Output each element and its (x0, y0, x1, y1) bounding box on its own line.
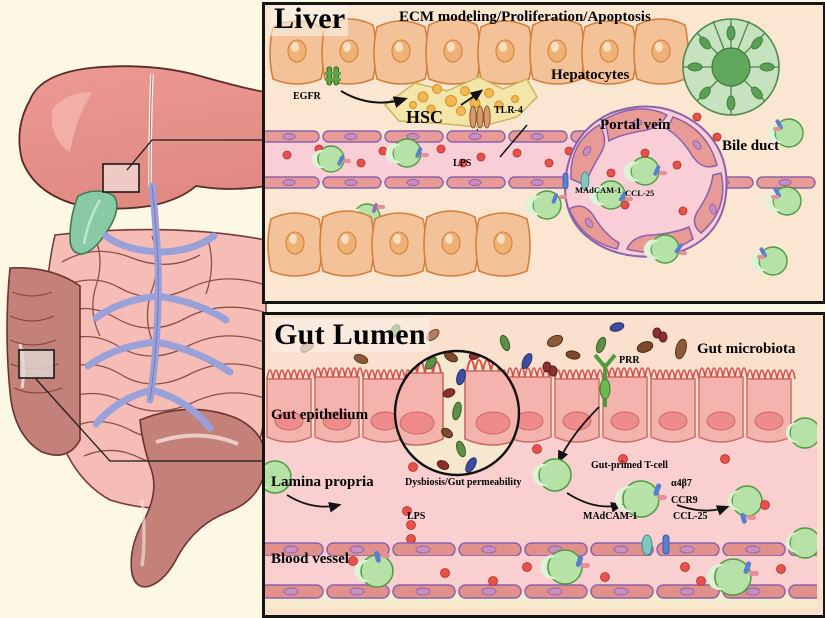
blood-vessel-label: Blood vessel (271, 551, 349, 567)
bile-duct-label: Bile duct (722, 138, 780, 154)
tcells-blood-vessel (354, 527, 817, 596)
t-cells-liver (311, 118, 804, 276)
prr-receptor (593, 353, 617, 407)
ccl25-label-liver: CCL-25 (625, 188, 655, 198)
hsc-label: HSC (406, 107, 444, 127)
liver-callout-box (102, 139, 262, 193)
anatomy-illustration (6, 65, 267, 588)
gallbladder (69, 190, 118, 255)
liver-organ (18, 65, 267, 210)
gut-epithelium-label: Gut epithelium (271, 407, 369, 423)
madcam1-label-liver: MAdCAM-1 (575, 185, 622, 195)
gut-primed-tcells (265, 417, 817, 524)
hepatocyte-row-top (269, 18, 689, 85)
dysbiosis-label: Dysbiosis/Gut permeability (405, 477, 522, 488)
lps-label-gut: LPS (407, 511, 426, 522)
tlr4-label: TLR-4 (494, 105, 523, 116)
hepatocytes-label: Hepatocytes (551, 67, 630, 83)
lps-particles-gut (402, 444, 770, 544)
hepatocyte-row-bottom (267, 210, 531, 277)
gut-microbiota-label: Gut microbiota (697, 341, 796, 357)
liver-process-title: ECM modeling/Proliferation/Apoptosis (399, 9, 651, 25)
gut-panel-title: Gut Lumen (271, 318, 429, 352)
hepatic-stellate-cell (383, 76, 538, 128)
blood-vessel-top-wall (265, 534, 817, 557)
bile-duct (682, 18, 780, 116)
egfr-receptor (325, 66, 341, 86)
ccr9-label: CCR9 (671, 495, 698, 506)
gut-epithelium (266, 367, 796, 443)
gut-panel-graphic (265, 315, 817, 609)
liver-panel-title: Liver (271, 5, 349, 36)
ccl25-molecule-liver (580, 171, 590, 191)
madcam1-molecule-liver (562, 172, 569, 190)
ccl25-label-gut: CCL-25 (673, 511, 708, 522)
liver-panel-graphic (265, 5, 817, 295)
madcam1-label-gut: MAdCAM-1 (583, 511, 638, 522)
dysbiosis-magnifier (393, 349, 521, 477)
lps-particles-vein (606, 112, 722, 216)
sigmoid-colon (130, 408, 267, 588)
gut-primed-tcell-label: Gut-primed T-cell (591, 460, 668, 471)
gut-callout-box (18, 349, 262, 462)
liver-panel: Liver ECM modeling/Proliferation/Apoptos… (262, 2, 825, 304)
blood-vessel-bottom-wall (265, 584, 817, 599)
gut-panel: Gut Lumen Gut microbiota PRR Gut epithel… (262, 312, 825, 618)
lps-particles-vessel (348, 556, 786, 586)
lamina-propria-label: Lamina propria (271, 474, 374, 490)
portal-vein-label: Portal vein (600, 117, 671, 133)
prr-label: PRR (619, 355, 640, 366)
tlr4-receptor (469, 105, 491, 129)
egfr-label: EGFR (293, 91, 321, 102)
lps-label-liver: LPS (453, 158, 472, 169)
a4b7-label: α4β7 (671, 478, 692, 489)
